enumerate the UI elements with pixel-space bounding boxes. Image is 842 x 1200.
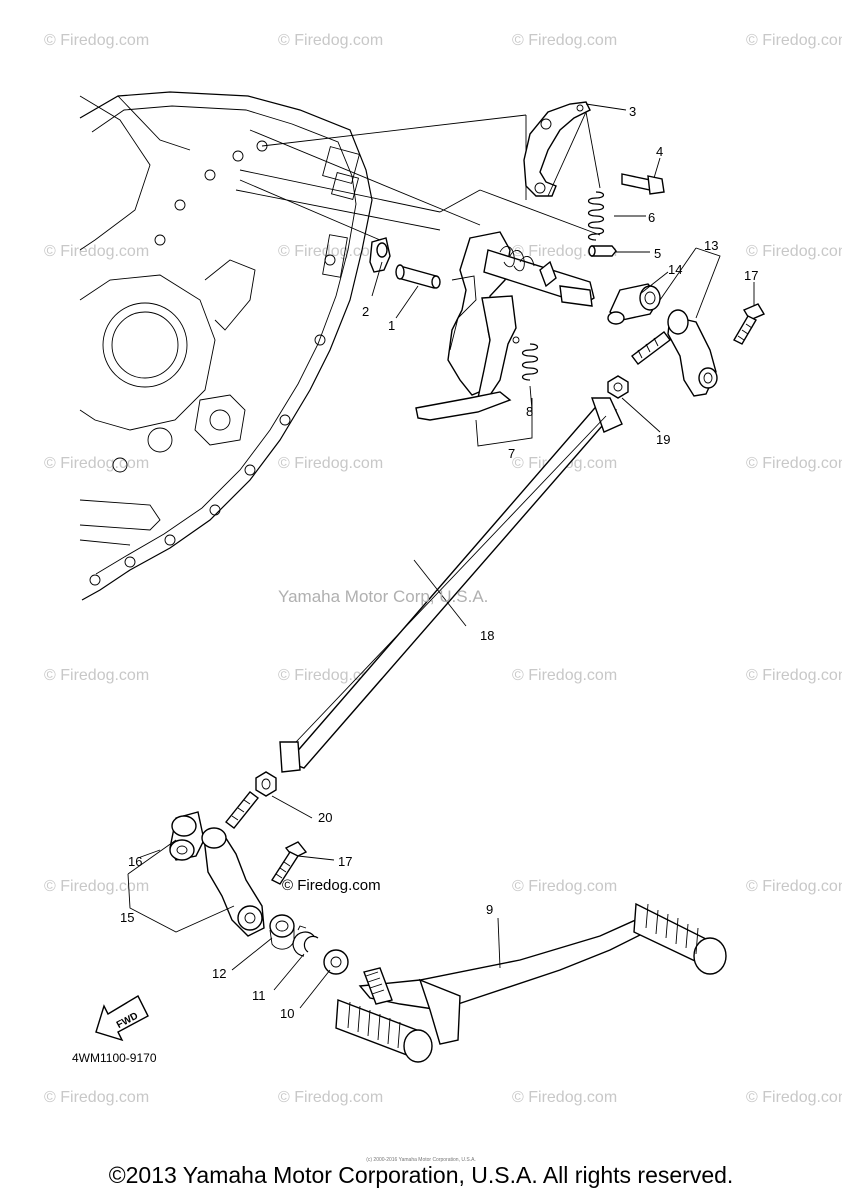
part-13-shift-arm [631,309,718,397]
callout-2: 2 [362,304,369,319]
copyright-notice: ©2013 Yamaha Motor Corporation, U.S.A. A… [108,1162,734,1188]
part-20-nut [255,771,277,797]
callout-7: 7 [508,446,515,461]
watermark: © Firedog.com [278,32,383,49]
inline-watermark: © Firedog.com [282,877,381,894]
center-watermark: Yamaha Motor Corp, U.S.A. [278,587,488,606]
callout-8: 8 [526,404,533,419]
callout-10: 10 [280,1006,294,1021]
part-3-shift-plate [523,101,591,197]
part-4-bolt [621,173,665,195]
callout-4: 4 [656,144,663,159]
watermark: © Firedog.com [44,667,149,684]
part-16-lower-joint [169,811,205,861]
part-14-rod-joint [607,283,661,325]
part-6-spring [587,191,605,241]
watermark: © Firedog.com [746,32,842,49]
watermark: © Firedog.com [512,667,617,684]
callout-20: 20 [318,810,332,825]
callout-5: 5 [654,246,661,261]
callout-14: 14 [668,262,682,277]
watermark: © Firedog.com [512,878,617,895]
callout-19: 19 [656,432,670,447]
callout-3: 3 [629,104,636,119]
watermark: © Firedog.com [746,243,842,260]
watermark: © Firedog.com [44,878,149,895]
lower-foot-peg [335,999,433,1063]
callouts: 3 4 6 5 13 14 17 2 1 8 7 19 18 20 16 17 … [120,104,758,1021]
part-11-circlip [292,925,319,957]
callout-1: 1 [388,318,395,333]
leader-lines [127,103,755,1009]
small-print: (c) 2000-2016 Yamaha Motor Corporation, … [366,1157,476,1163]
part-8-spring [512,336,539,381]
callout-11: 11 [252,988,266,1003]
part-12-washer [269,914,295,950]
diagram-code: 4WM1100-9170 [72,1051,157,1065]
watermark: © Firedog.com [278,455,383,472]
part-10-washer [323,949,349,975]
callout-6: 6 [648,210,655,225]
part-18-shift-rod [279,397,623,773]
watermark: © Firedog.com [746,1089,842,1106]
watermark: © Firedog.com [746,878,842,895]
watermark: © Firedog.com [278,667,383,684]
callout-12: 12 [212,966,226,981]
watermark: © Firedog.com [746,455,842,472]
callout-13: 13 [704,238,718,253]
part-17-bolt-top [733,303,766,345]
watermark-grid: © Firedog.com © Firedog.com © Firedog.co… [44,32,842,1106]
part-1-stopper-pin [395,264,441,289]
crankcase-outline [79,91,373,601]
watermark: © Firedog.com [512,32,617,49]
part-9-shift-pedal [335,902,727,1063]
watermark: © Firedog.com [278,1089,383,1106]
part-19-nut [607,375,629,399]
callout-15: 15 [120,910,134,925]
callout-17-lower: 17 [338,854,352,869]
part-7-shift-shaft-assy [415,231,595,421]
upper-foot-peg [633,902,727,975]
callout-18: 18 [480,628,494,643]
callout-17-top: 17 [744,268,758,283]
watermark: © Firedog.com [44,32,149,49]
fwd-arrow-icon: FWD [95,995,149,1042]
projection-lines [235,114,601,241]
watermark: © Firedog.com [44,1089,149,1106]
part-5-pin [588,245,617,257]
watermark: © Firedog.com [44,455,149,472]
part-2-collar [369,237,391,273]
part-15-lower-arm [201,791,265,937]
callout-9: 9 [486,902,493,917]
watermark: © Firedog.com [44,243,149,260]
callout-16: 16 [128,854,142,869]
watermark: © Firedog.com [512,1089,617,1106]
watermark: © Firedog.com [278,243,383,260]
watermark: © Firedog.com [746,667,842,684]
